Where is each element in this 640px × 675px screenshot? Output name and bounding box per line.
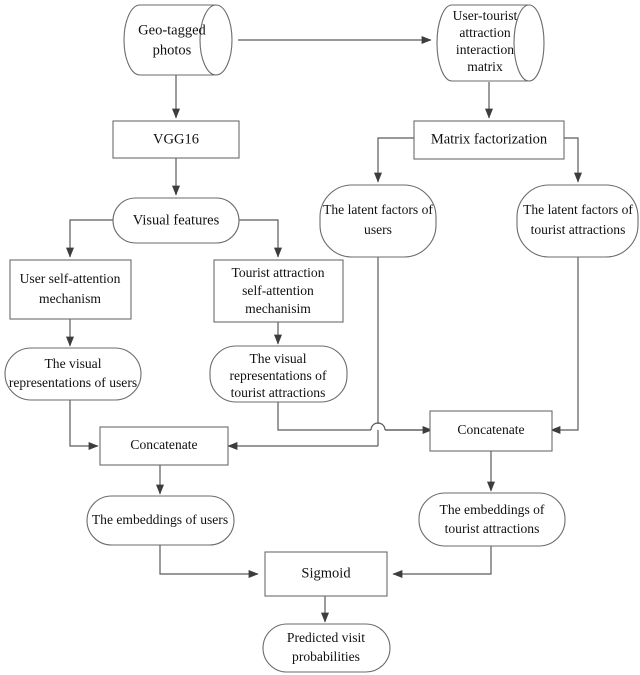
latent-attractions-shape — [516, 184, 639, 258]
node-user-self-attention-mechanism[interactable]: User self-attention mechanism — [9, 259, 132, 320]
attraction-self-attention-label-line2: self-attention — [242, 283, 314, 298]
node-concatenate-right[interactable]: Concatenate — [429, 410, 553, 452]
attraction-self-attention-box — [213, 259, 344, 323]
node-matrix-factorization[interactable]: Matrix factorization — [413, 120, 565, 160]
edge-visual-features-to-user-self-attention — [66, 219, 120, 258]
geo-photos-cylinder-cap — [199, 4, 217, 76]
node-visual-representations-users[interactable]: The visual representations of users — [4, 347, 142, 401]
vgg16-box — [112, 120, 240, 159]
interaction-matrix-label-line3: interaction — [456, 42, 514, 57]
node-visual-features[interactable]: Visual features — [112, 197, 240, 244]
interaction-matrix-label-line2: attraction — [459, 25, 511, 40]
node-visual-representations-tourist-attractions[interactable]: The visual representations of tourist at… — [209, 345, 348, 403]
matrix-factorization-box — [413, 120, 565, 160]
interaction-matrix-label-line1: User-tourist — [453, 8, 518, 23]
vgg16-label: VGG16 — [153, 131, 199, 147]
visual-repr-attractions-shape — [209, 345, 348, 403]
edge-embeddings-users-to-sigmoid — [159, 545, 259, 578]
visual-repr-attractions-label-line2: representations of — [229, 368, 326, 383]
node-predicted-visit-probabilities[interactable]: Predicted visit probabilities — [262, 623, 391, 673]
latent-attractions-label-line2: tourist attractions — [531, 222, 626, 237]
latent-attractions-label-line1: The latent factors of — [523, 202, 633, 217]
sigmoid-box — [264, 551, 388, 597]
attraction-self-attention-label-line1: Tourist attraction — [231, 265, 324, 280]
interaction-matrix-label-line4: matrix — [467, 59, 503, 74]
node-concatenate-left[interactable]: Concatenate — [99, 426, 229, 466]
edge-visual-repr-users-to-concat-left — [69, 400, 99, 450]
matrix-factorization-label: Matrix factorization — [431, 131, 548, 147]
interaction-matrix-cylinder-cap — [513, 4, 530, 82]
node-vgg16[interactable]: VGG16 — [112, 120, 240, 159]
latent-users-label-line1: The latent factors of — [323, 202, 433, 217]
geo-photos-label-line2: photos — [153, 42, 192, 58]
visual-repr-attractions-label-line3: tourist attractions — [231, 385, 326, 400]
embeddings-attractions-shape — [418, 492, 566, 547]
sigmoid-label: Sigmoid — [301, 565, 351, 581]
edge-matrix-factorization-to-latent-attractions — [564, 137, 582, 183]
predicted-label-line1: Predicted visit — [287, 630, 365, 645]
visual-repr-users-shape — [4, 347, 142, 401]
predicted-shape — [262, 623, 391, 673]
node-geo-tagged-photos[interactable]: Geo-tagged photos — [123, 4, 233, 76]
attraction-self-attention-label-line3: mechanisim — [245, 301, 311, 316]
node-sigmoid[interactable]: Sigmoid — [264, 551, 388, 597]
edge-embeddings-attractions-to-sigmoid — [392, 546, 492, 578]
geo-photos-cylinder-body — [123, 4, 233, 76]
node-tourist-attraction-self-attention-mechanism[interactable]: Tourist attraction self-attention mechan… — [213, 259, 344, 323]
edge-matrix-factorization-to-latent-users — [374, 137, 414, 183]
embeddings-attractions-label-line2: tourist attractions — [445, 521, 540, 536]
concat-right-box — [429, 410, 553, 452]
visual-repr-users-label-line1: The visual — [44, 356, 101, 371]
user-self-attention-label-line1: User self-attention — [20, 271, 121, 286]
embeddings-users-shape — [86, 495, 235, 546]
geo-photos-label-line1: Geo-tagged — [138, 22, 206, 38]
node-user-tourist-interaction-matrix[interactable]: User-tourist attraction interaction matr… — [436, 4, 545, 82]
edge-latent-users-hop-arc — [370, 422, 386, 431]
edge-latent-attractions-to-concat-right — [550, 257, 579, 434]
embeddings-users-label: The embeddings of users — [92, 512, 228, 527]
node-latent-factors-users[interactable]: The latent factors of users — [319, 184, 437, 258]
predicted-label-line2: probabilities — [292, 649, 360, 664]
concat-right-label: Concatenate — [457, 422, 524, 437]
embeddings-attractions-label-line1: The embeddings of — [440, 502, 545, 517]
latent-users-label-line2: users — [364, 222, 392, 237]
node-embeddings-users[interactable]: The embeddings of users — [86, 495, 235, 546]
visual-features-shape — [112, 197, 240, 244]
user-self-attention-label-line2: mechanism — [39, 291, 101, 306]
node-latent-factors-tourist-attractions[interactable]: The latent factors of tourist attraction… — [516, 184, 639, 258]
node-embeddings-tourist-attractions[interactable]: The embeddings of tourist attractions — [418, 492, 566, 547]
edge-visual-features-to-attraction-self-attention — [232, 219, 282, 258]
concat-left-box — [99, 426, 229, 466]
concat-left-label: Concatenate — [130, 437, 197, 452]
visual-repr-attractions-label-line1: The visual — [249, 351, 306, 366]
visual-features-label: Visual features — [133, 212, 220, 228]
latent-users-shape — [319, 184, 437, 258]
user-self-attention-box — [9, 259, 132, 320]
visual-repr-users-label-line2: representations of users — [9, 375, 137, 390]
edge-visual-repr-attractions-to-concat-left — [277, 402, 447, 430]
